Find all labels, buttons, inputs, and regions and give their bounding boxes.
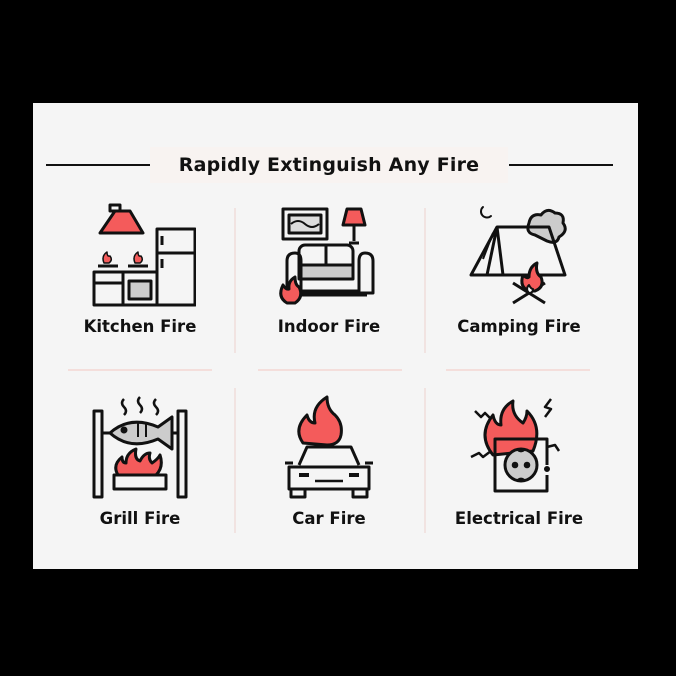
sofa-fire-icon xyxy=(279,207,375,305)
column-divider xyxy=(234,208,236,353)
title-rule-right xyxy=(509,164,613,166)
car-fire-icon xyxy=(285,395,373,499)
fire-type-indoor: Indoor Fire xyxy=(234,203,424,336)
infographic-card: Rapidly Extinguish Any Fire Kitchen Fire xyxy=(33,103,638,569)
row-divider xyxy=(446,369,590,371)
fire-type-kitchen: Kitchen Fire xyxy=(45,203,235,336)
fire-type-camping: Camping Fire xyxy=(424,203,614,336)
column-divider xyxy=(424,388,426,533)
item-label: Camping Fire xyxy=(457,317,581,336)
row-divider xyxy=(68,369,212,371)
socket-fire-icon xyxy=(470,398,561,493)
fire-type-grill: Grill Fire xyxy=(45,395,235,528)
title-banner: Rapidly Extinguish Any Fire xyxy=(150,147,508,183)
fire-type-car: Car Fire xyxy=(234,395,424,528)
item-label: Grill Fire xyxy=(99,509,181,528)
fire-type-electrical: Electrical Fire xyxy=(424,395,614,528)
item-label: Electrical Fire xyxy=(454,509,584,528)
fish-grill-icon xyxy=(92,396,188,499)
tent-campfire-icon xyxy=(469,206,567,305)
item-label: Indoor Fire xyxy=(277,317,381,336)
title-rule-left xyxy=(46,164,150,166)
kitchen-icon xyxy=(92,203,196,307)
row-divider xyxy=(258,369,402,371)
page-title: Rapidly Extinguish Any Fire xyxy=(178,154,480,176)
column-divider xyxy=(424,208,426,353)
column-divider xyxy=(234,388,236,533)
item-label: Car Fire xyxy=(292,509,366,528)
item-label: Kitchen Fire xyxy=(83,317,197,336)
